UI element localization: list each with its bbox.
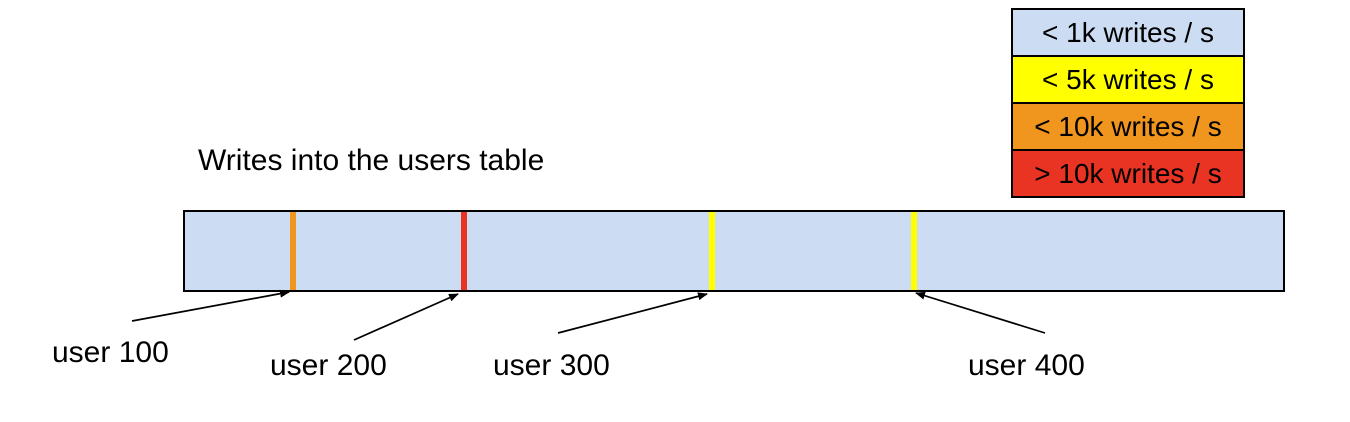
- legend-row: < 1k writes / s: [1013, 10, 1243, 55]
- legend-row: > 10k writes / s: [1013, 149, 1243, 196]
- legend-label: < 10k writes / s: [1034, 110, 1222, 142]
- write-rate-legend: < 1k writes / s < 5k writes / s < 10k writ…: [1011, 8, 1245, 198]
- users-table-bar: [183, 210, 1285, 292]
- legend-label: > 10k writes / s: [1034, 157, 1222, 189]
- user-label-user-300: user 300: [493, 349, 610, 382]
- pointer-arrow: [557, 292, 708, 334]
- user-label-user-400: user 400: [968, 349, 1085, 382]
- legend-label: < 5k writes / s: [1042, 63, 1214, 95]
- write-hotspot-stripe-user-300: [709, 212, 715, 290]
- legend-row: < 5k writes / s: [1013, 55, 1243, 102]
- diagram-title: Writes into the users table: [198, 144, 545, 177]
- write-hotspot-stripe-user-100: [290, 212, 296, 290]
- pointer-arrow: [131, 289, 290, 322]
- pointer-arrow: [353, 293, 459, 341]
- legend-label: < 1k writes / s: [1042, 16, 1214, 48]
- write-hotspot-stripe-user-400: [911, 212, 917, 290]
- user-label-user-200: user 200: [270, 349, 387, 382]
- pointer-arrow: [915, 291, 1046, 334]
- legend-row: < 10k writes / s: [1013, 102, 1243, 149]
- write-hotspot-stripe-user-200: [461, 212, 467, 290]
- user-label-user-100: user 100: [52, 336, 169, 369]
